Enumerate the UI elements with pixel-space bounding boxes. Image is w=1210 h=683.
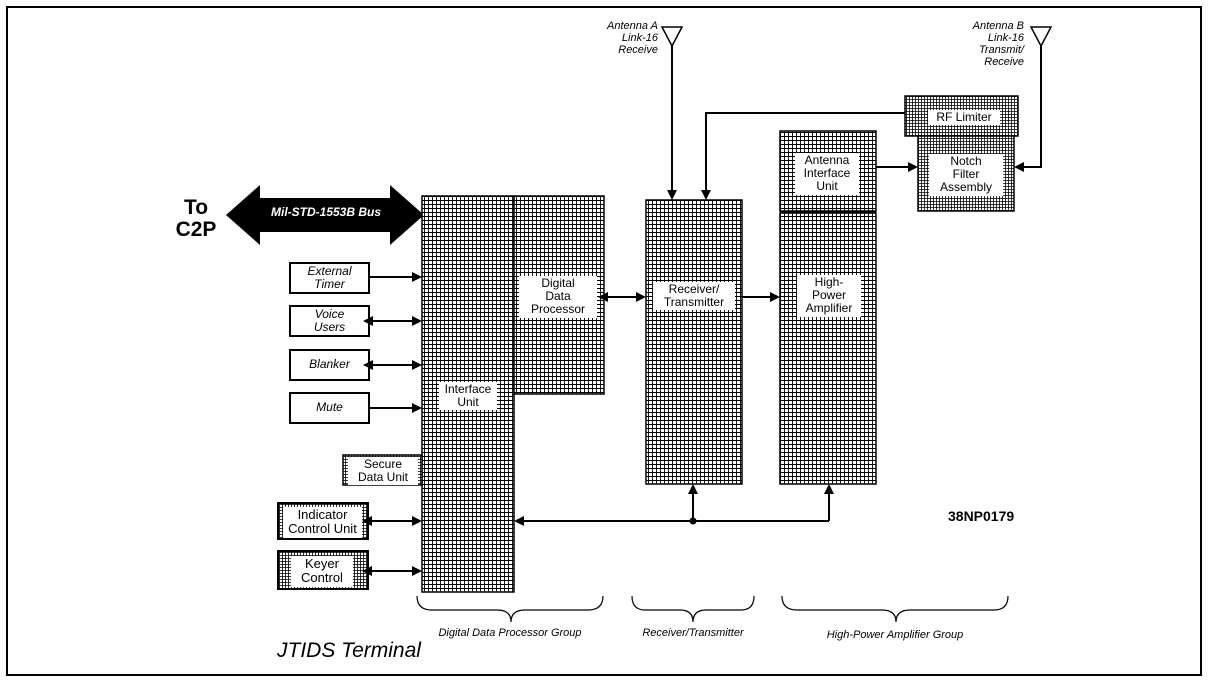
antenna-a-label: Antenna A Link-16 Receive xyxy=(607,20,658,56)
antenna-b-feed xyxy=(1014,45,1042,172)
antenna-interface-unit-label: Antenna Interface Unit xyxy=(795,153,859,195)
diagram-frame xyxy=(6,6,1202,676)
keyer-control-label: Keyer Control xyxy=(291,556,353,587)
rt-group-brace xyxy=(631,595,755,623)
interface-unit-label: Interface Unit xyxy=(439,382,497,411)
to-c2p-label: To C2P xyxy=(175,196,217,242)
external-timer-label: External Timer xyxy=(307,264,352,291)
high-power-amplifier-label: High- Power Amplifier xyxy=(797,275,861,317)
external-timer-box xyxy=(289,262,370,294)
control-bus-junction xyxy=(689,517,697,525)
bus-arrow xyxy=(226,185,424,245)
rf-limiter-label: RF Limiter xyxy=(928,110,1000,126)
terminal-label: JTIDS Terminal xyxy=(277,639,421,662)
voice-users-label: Voice Users xyxy=(313,307,346,334)
receiver-transmitter-box xyxy=(645,199,743,485)
mute-label: Mute xyxy=(316,400,343,414)
hpa-group-label: High-Power Amplifier Group xyxy=(826,629,964,641)
figure-id: 38NP0179 xyxy=(948,508,1015,524)
high-power-amplifier-box xyxy=(779,212,877,485)
ddp-group-brace xyxy=(416,595,604,623)
rt-group-label: Receiver/Transmitter xyxy=(642,627,744,639)
hpa-group-brace xyxy=(781,595,1009,623)
secure-data-unit-label: Secure Data Unit xyxy=(348,457,418,486)
bus-label: Mil-STD-1553B Bus xyxy=(270,205,382,219)
rf-limiter-feed xyxy=(701,112,905,200)
notch-filter-assembly-label: Notch Filter Assembly xyxy=(929,154,1003,196)
antenna-a-icon xyxy=(660,26,684,48)
blanker-label: Blanker xyxy=(309,357,350,371)
digital-data-processor-label: Digital Data Processor xyxy=(519,276,597,318)
ddp-group-label: Digital Data Processor Group xyxy=(438,627,582,639)
antenna-b-icon xyxy=(1029,26,1053,48)
receiver-transmitter-label: Receiver/ Transmitter xyxy=(653,282,735,311)
indicator-control-unit-label: Indicator Control Unit xyxy=(283,507,362,538)
antenna-b-label: Antenna B Link-16 Transmit/ Receive xyxy=(972,20,1024,68)
